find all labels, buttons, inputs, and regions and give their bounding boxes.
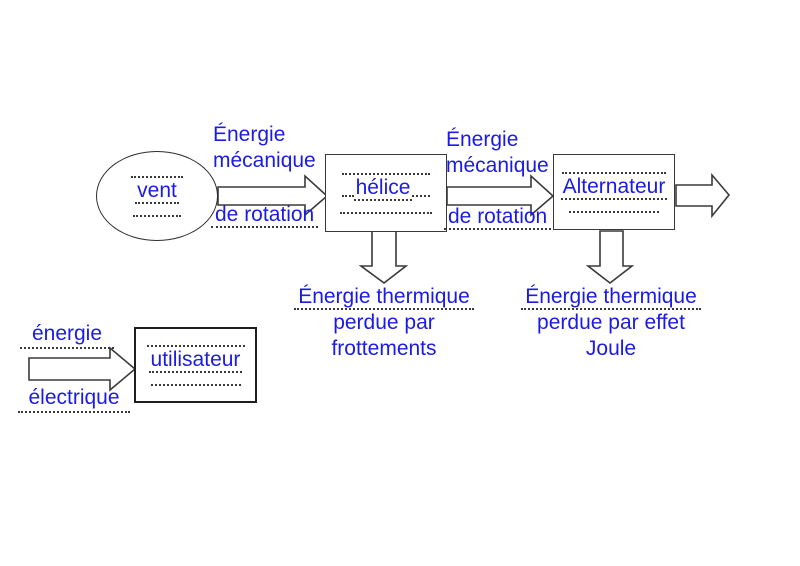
blank-line <box>146 344 245 347</box>
blank-line <box>342 172 430 175</box>
loss-label-friction: Énergie thermique perdue par frottements <box>284 284 484 362</box>
node-helice: hélice <box>325 154 447 232</box>
arrow-helice-loss-down <box>358 230 409 285</box>
flow-label-2-line2: mécanique <box>446 154 549 177</box>
blank-line <box>412 194 431 197</box>
blank-line <box>340 211 432 214</box>
input-label-energie-text: énergie <box>31 322 103 345</box>
arrow-electric-input <box>28 346 137 392</box>
blank-line <box>133 214 181 217</box>
flow-label-1-line2: mécanique <box>213 149 316 172</box>
loss-friction-line1: Énergie thermique <box>284 284 484 310</box>
node-vent-label: vent <box>135 178 179 204</box>
arrow-alternateur-output <box>675 172 731 219</box>
flow-label-2-line1: Énergie <box>446 128 519 151</box>
flow-label-2-top: Énergie mécanique <box>446 127 549 179</box>
blank-line <box>562 171 666 174</box>
loss-joule-line3: Joule <box>585 337 637 360</box>
loss-joule-line2: perdue par effet <box>537 311 685 334</box>
flow-label-1-top: Énergie mécanique <box>213 122 316 174</box>
flow-label-1-line1: Énergie <box>213 123 286 146</box>
node-helice-label: hélice <box>353 175 413 201</box>
blank-line <box>131 175 183 178</box>
node-utilisateur: utilisateur <box>134 327 257 403</box>
input-label-electrique-text: électrique <box>28 386 120 409</box>
arrow-vent-to-helice <box>217 174 329 217</box>
loss-label-joule: Énergie thermique perdue par effet Joule <box>511 284 711 362</box>
blank-line <box>569 210 659 213</box>
node-alternateur-label: Alternateur <box>560 174 668 200</box>
flow-label-1-bottom: de rotation <box>211 202 319 228</box>
loss-joule-line1: Énergie thermique <box>511 284 711 310</box>
flow-label-2-line3: de rotation <box>444 205 552 230</box>
arrow-alternateur-loss-down <box>585 230 635 285</box>
blank-line <box>341 194 354 197</box>
flow-label-2-bottom: de rotation <box>444 204 552 230</box>
node-alternateur: Alternateur <box>553 154 675 230</box>
node-utilisateur-label: utilisateur <box>148 347 243 373</box>
arrow-helice-to-alternateur <box>446 174 555 217</box>
blank-line <box>150 383 241 386</box>
input-label-electrique: électrique <box>18 385 130 413</box>
loss-friction-line2: perdue par <box>333 311 435 334</box>
loss-friction-line3: frottements <box>331 337 437 360</box>
flow-label-1-line3: de rotation <box>211 203 319 228</box>
input-label-energie: énergie <box>20 321 114 349</box>
node-vent: vent <box>96 151 218 241</box>
helice-word-row: hélice <box>341 175 431 201</box>
